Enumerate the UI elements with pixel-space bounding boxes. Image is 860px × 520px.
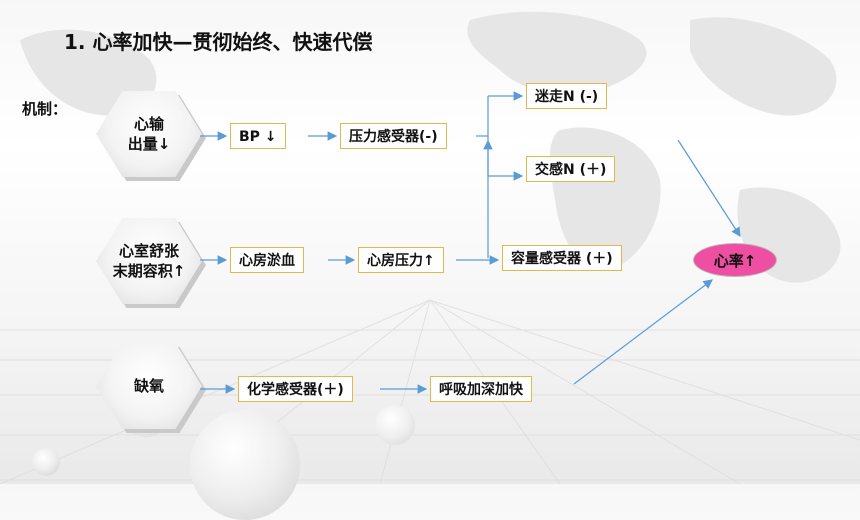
box-chemoreceptor: 化学感受器(＋) — [238, 376, 353, 402]
decorative-sphere — [375, 405, 415, 445]
flow-arrows — [200, 91, 741, 394]
box-atrial-pressure: 心房压力↑ — [358, 247, 444, 273]
page-title: 1. 心率加快—贯彻始终、快速代偿 — [64, 30, 373, 54]
arrow — [573, 279, 713, 385]
result-heart-rate: 心率↑ — [693, 243, 777, 277]
box-sympathetic: 交感N (＋) — [526, 156, 616, 182]
hex-hypoxia: 缺氧 — [96, 343, 202, 429]
decorative-sphere — [32, 448, 60, 476]
box-volume-receptor: 容量感受器 (＋) — [502, 245, 622, 271]
box-baroreceptor: 压力感受器(-) — [340, 123, 447, 149]
arrow — [677, 139, 741, 238]
box-vagus: 迷走N (-) — [526, 83, 608, 109]
world-map-background — [0, 11, 860, 484]
box-atrial-congestion: 心房淤血 — [230, 247, 304, 273]
box-breathing: 呼吸加深加快 — [430, 376, 532, 402]
mechanism-label: 机制： — [22, 100, 68, 118]
box-bp: BP ↓ — [230, 123, 286, 149]
